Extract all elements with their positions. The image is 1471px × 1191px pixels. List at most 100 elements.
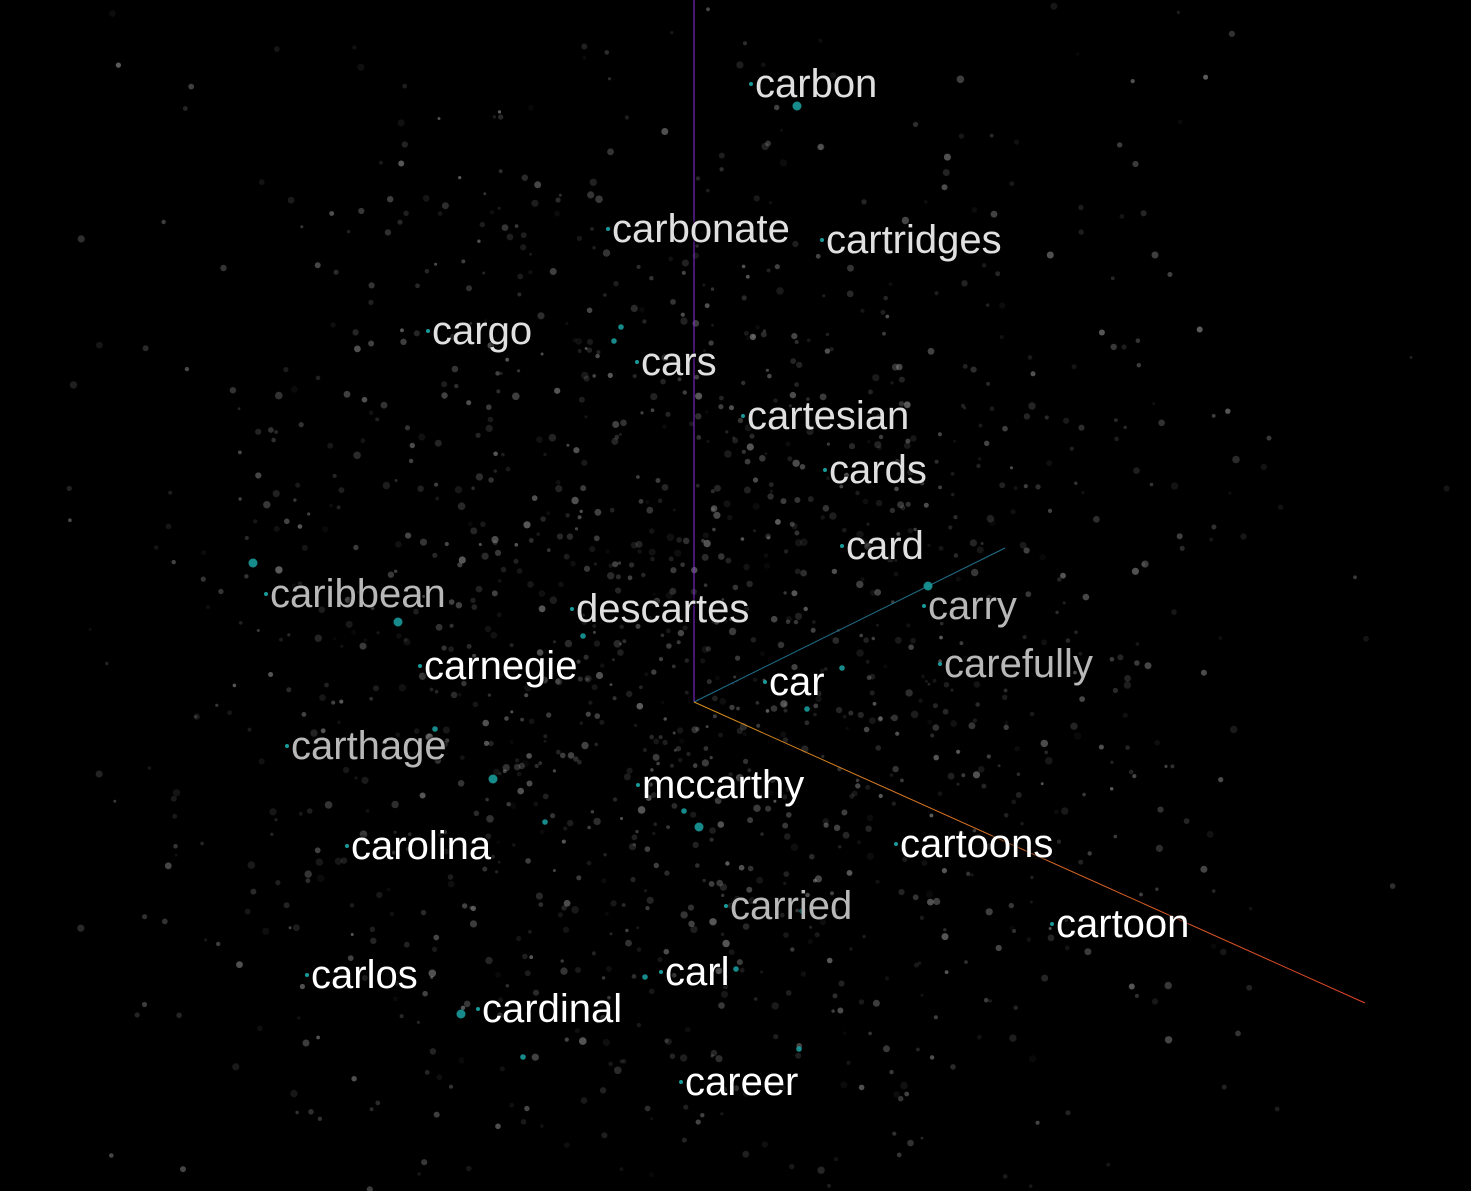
point-marker-icon xyxy=(305,973,309,978)
embedding-point xyxy=(972,829,977,833)
embedding-point xyxy=(395,541,402,548)
embedding-point xyxy=(874,441,882,449)
embedding-point xyxy=(1078,424,1085,431)
word-label-cargo[interactable]: cargo xyxy=(426,311,532,351)
embedding-point xyxy=(493,451,498,457)
embedding-point xyxy=(943,153,951,161)
embedding-point xyxy=(450,691,458,699)
embedding-point xyxy=(669,587,677,595)
embedding-point xyxy=(403,210,409,217)
word-label-carefully[interactable]: carefully xyxy=(938,644,1093,684)
embedding-point xyxy=(320,728,326,734)
embedding-point xyxy=(1164,981,1172,990)
embedding-point xyxy=(716,879,723,887)
embedding-point xyxy=(925,890,934,898)
embedding-point xyxy=(584,675,592,683)
embedding-point xyxy=(789,1163,795,1170)
word-label-caribbean[interactable]: caribbean xyxy=(264,574,446,614)
embedding-point xyxy=(330,322,336,328)
embedding-point xyxy=(575,967,581,973)
embedding-point xyxy=(641,572,646,578)
embedding-point xyxy=(739,967,745,973)
embedding-point xyxy=(669,1053,676,1059)
embedding-point xyxy=(720,1112,724,1116)
word-label-carthage[interactable]: carthage xyxy=(285,726,447,766)
embedding-point xyxy=(851,790,858,797)
word-label-carolina[interactable]: carolina xyxy=(345,826,491,866)
embedding-point xyxy=(1011,799,1017,805)
embedding-point xyxy=(746,886,753,893)
embedding-point xyxy=(538,761,543,765)
embedding-point xyxy=(257,1025,263,1032)
embedding-point xyxy=(1109,657,1115,662)
embedding-point xyxy=(409,442,415,449)
embedding-point xyxy=(958,830,964,836)
embedding-point xyxy=(343,390,351,398)
embedding-point xyxy=(862,934,866,939)
embedding-point xyxy=(777,641,785,649)
word-label-descartes[interactable]: descartes xyxy=(570,589,749,629)
embedding-point xyxy=(978,457,982,461)
word-label-carbonate[interactable]: carbonate xyxy=(606,209,790,249)
embedding-point xyxy=(420,909,427,916)
word-label-cars[interactable]: cars xyxy=(635,342,717,382)
embedding-point xyxy=(636,264,641,269)
embedding-point xyxy=(630,304,638,312)
word-label-carlos[interactable]: carlos xyxy=(305,955,418,995)
word-label-cartridges[interactable]: cartridges xyxy=(820,220,1002,260)
embedding-point xyxy=(491,536,499,544)
embedding-point xyxy=(791,590,798,597)
embedding-point xyxy=(885,314,890,319)
word-label-carl[interactable]: carl xyxy=(659,952,729,992)
word-label-cardinal[interactable]: cardinal xyxy=(476,989,622,1029)
embedding-point xyxy=(528,104,534,111)
word-label-carried[interactable]: carried xyxy=(724,886,852,926)
word-label-carbon[interactable]: carbon xyxy=(749,64,877,104)
word-label-cartesian[interactable]: cartesian xyxy=(741,396,909,436)
word-label-career[interactable]: career xyxy=(679,1062,798,1102)
word-label-cards[interactable]: cards xyxy=(823,450,927,490)
embedding-point xyxy=(715,1055,723,1063)
embedding-point xyxy=(514,224,519,228)
word-label-text: carlos xyxy=(311,953,418,997)
embedding-point xyxy=(1114,418,1118,422)
embedding-point xyxy=(927,719,933,725)
embedding-point xyxy=(638,685,643,690)
embedding-point xyxy=(760,832,764,836)
embedding-point xyxy=(956,749,961,754)
embedding-point xyxy=(442,726,450,734)
embedding-point xyxy=(344,596,352,604)
embedding-point xyxy=(376,891,383,899)
word-label-carnegie[interactable]: carnegie xyxy=(418,646,577,686)
embedding-point xyxy=(1071,364,1077,370)
embedding-point xyxy=(1025,591,1032,598)
embedding-point xyxy=(733,1085,739,1092)
embedding-point xyxy=(531,1053,539,1061)
embedding-point xyxy=(972,771,981,779)
word-label-cartoons[interactable]: cartoons xyxy=(894,824,1053,864)
embedding-point xyxy=(1179,545,1185,551)
embedding-point xyxy=(773,1034,779,1040)
embedding-point xyxy=(923,502,929,508)
embedding-point xyxy=(702,878,706,883)
embedding-point xyxy=(868,1031,872,1036)
word-label-cartoon[interactable]: cartoon xyxy=(1050,904,1189,944)
embedding-point xyxy=(1064,918,1068,922)
word-label-car[interactable]: car xyxy=(763,662,825,702)
embedding-point xyxy=(658,735,663,740)
embedding-point xyxy=(1009,181,1015,187)
word-label-carry[interactable]: carry xyxy=(922,586,1017,626)
embedding-point xyxy=(744,458,751,465)
embedding-point xyxy=(645,906,650,911)
embedding-point xyxy=(766,536,771,540)
word-label-mccarthy[interactable]: mccarthy xyxy=(636,765,804,805)
embedding-point xyxy=(847,264,854,272)
embedding-point xyxy=(461,259,466,264)
embedding-point xyxy=(516,771,522,777)
embedding-point xyxy=(765,709,770,713)
embedding-point xyxy=(496,840,501,844)
embedding-point xyxy=(1087,851,1092,856)
word-label-card[interactable]: card xyxy=(840,526,924,566)
